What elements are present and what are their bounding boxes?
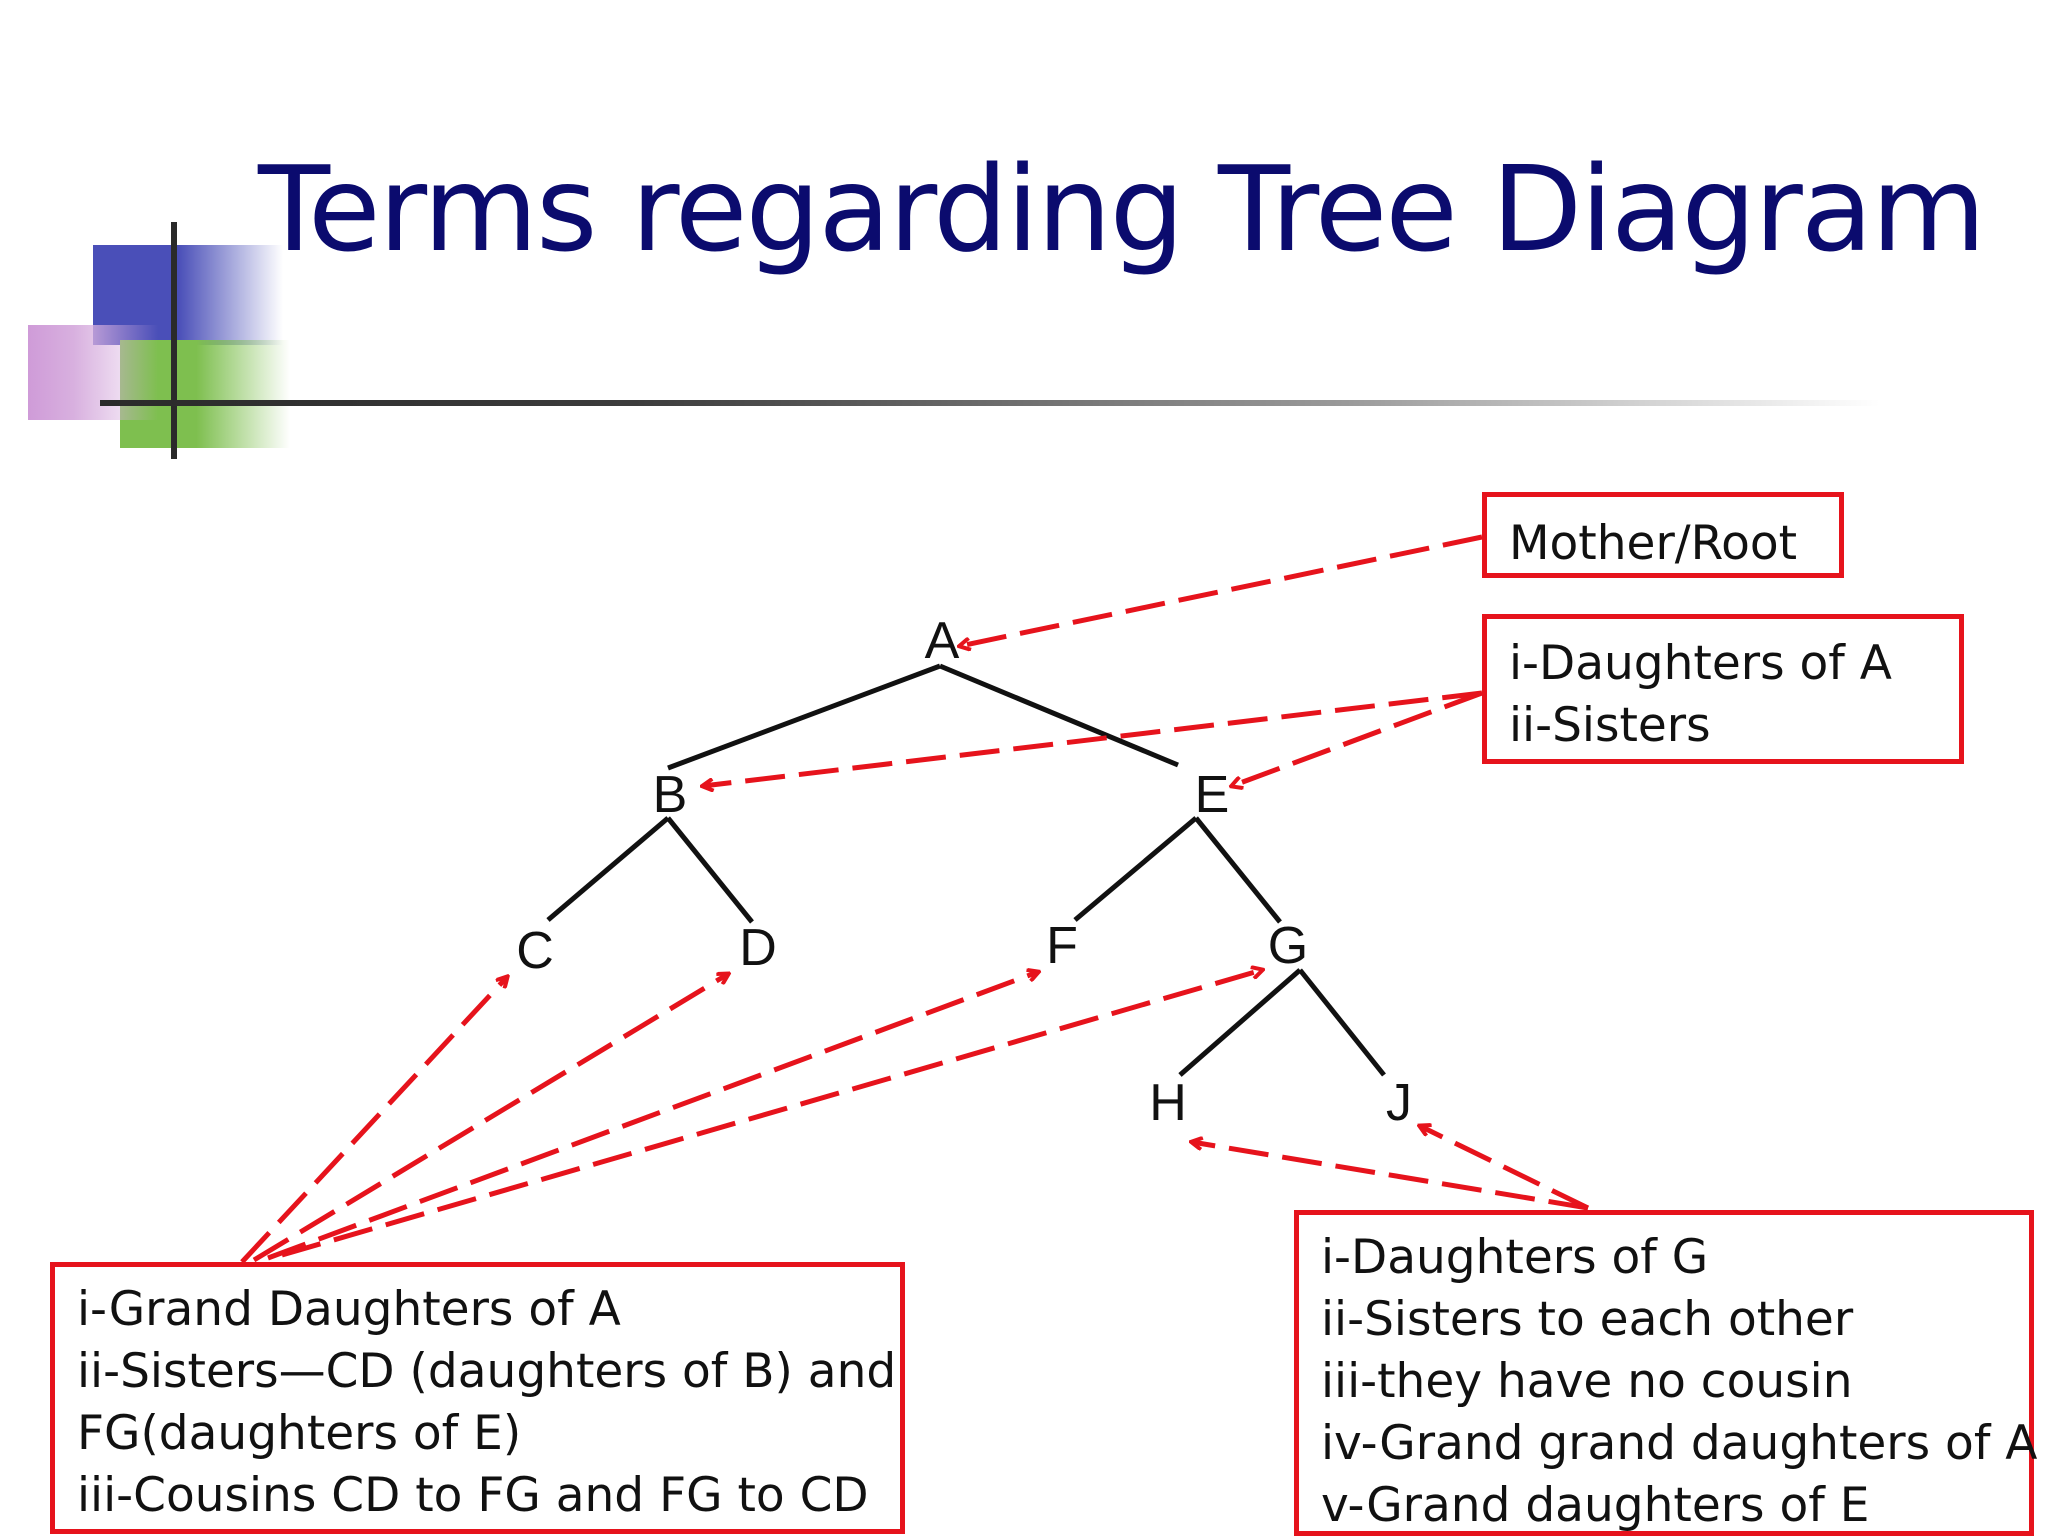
page-title: Terms regarding Tree Diagram <box>258 140 1986 278</box>
box-line: i-Grand Daughters of A <box>77 1282 621 1337</box>
annotation-arrow-root-to-a <box>960 534 1483 646</box>
tree-edge-b-c <box>546 816 670 922</box>
annotation-arrow-daughters-of-g-to-j <box>1420 1126 1590 1211</box>
tree-node-c: C <box>516 922 554 980</box>
tree-edge-e-f <box>1073 816 1198 922</box>
tree-edges <box>546 663 1386 1077</box>
annotation-arrow-grand-daughters-to-d <box>252 974 728 1263</box>
decor-vertical-rule <box>171 222 177 459</box>
grand-daughters-label-box: i-Grand Daughters of A ii-Sisters—CD (da… <box>50 1262 905 1534</box>
tree-node-h: H <box>1149 1074 1187 1132</box>
annotation-arrows <box>240 534 1590 1264</box>
tree-node-d: D <box>739 919 777 977</box>
box-line: i-Daughters of G <box>1321 1230 1709 1285</box>
tree-node-g: G <box>1268 917 1308 975</box>
tree-edge-a-e <box>939 663 1179 768</box>
tree-node-f: F <box>1046 917 1078 975</box>
box-line: Mother/Root <box>1509 516 1798 571</box>
tree-node-j: J <box>1386 1074 1412 1132</box>
box-line: ii-Sisters <box>1509 698 1711 753</box>
box-line: iii-Cousins CD to FG and FG to CD <box>77 1468 869 1523</box>
annotation-arrow-daughters-of-a-to-b <box>703 690 1483 786</box>
tree-node-e: E <box>1195 766 1230 824</box>
annotation-arrow-daughters-of-g-to-h <box>1192 1142 1589 1211</box>
annotation-arrow-grand-daughters-to-f <box>267 972 1038 1261</box>
tree-edge-a-b <box>667 663 941 771</box>
box-line: ii-Sisters—CD (daughters of B) and <box>77 1344 897 1399</box>
tree-node-a: A <box>925 612 960 670</box>
annotation-arrow-grand-daughters-to-c <box>240 977 507 1264</box>
tree-edge-g-h <box>1178 968 1302 1077</box>
box-line: FG(daughters of E) <box>77 1406 522 1461</box>
box-line: iii-they have no cousin <box>1321 1354 1853 1409</box>
tree-edge-b-d <box>666 816 754 924</box>
daughters-of-a-label-box: i-Daughters of A ii-Sisters <box>1482 614 1964 764</box>
tree-edge-g-j <box>1298 968 1386 1077</box>
box-line: iv-Grand grand daughters of A <box>1321 1416 2038 1471</box>
tree-node-b: B <box>653 766 688 824</box>
box-line: i-Daughters of A <box>1509 636 1892 691</box>
annotation-arrow-daughters-of-a-to-e <box>1232 690 1483 786</box>
tree-edge-e-g <box>1194 816 1282 924</box>
root-label-box: Mother/Root <box>1482 492 1844 578</box>
tree-nodes: A B E C D F G H J <box>516 612 1412 1132</box>
box-line: ii-Sisters to each other <box>1321 1292 1854 1347</box>
daughters-of-g-label-box: i-Daughters of G ii-Sisters to each othe… <box>1294 1210 2038 1536</box>
box-line: v-Grand daughters of E <box>1321 1478 1870 1533</box>
annotation-arrow-grand-daughters-to-g <box>281 970 1262 1258</box>
decor-horizontal-rule <box>100 400 1880 406</box>
